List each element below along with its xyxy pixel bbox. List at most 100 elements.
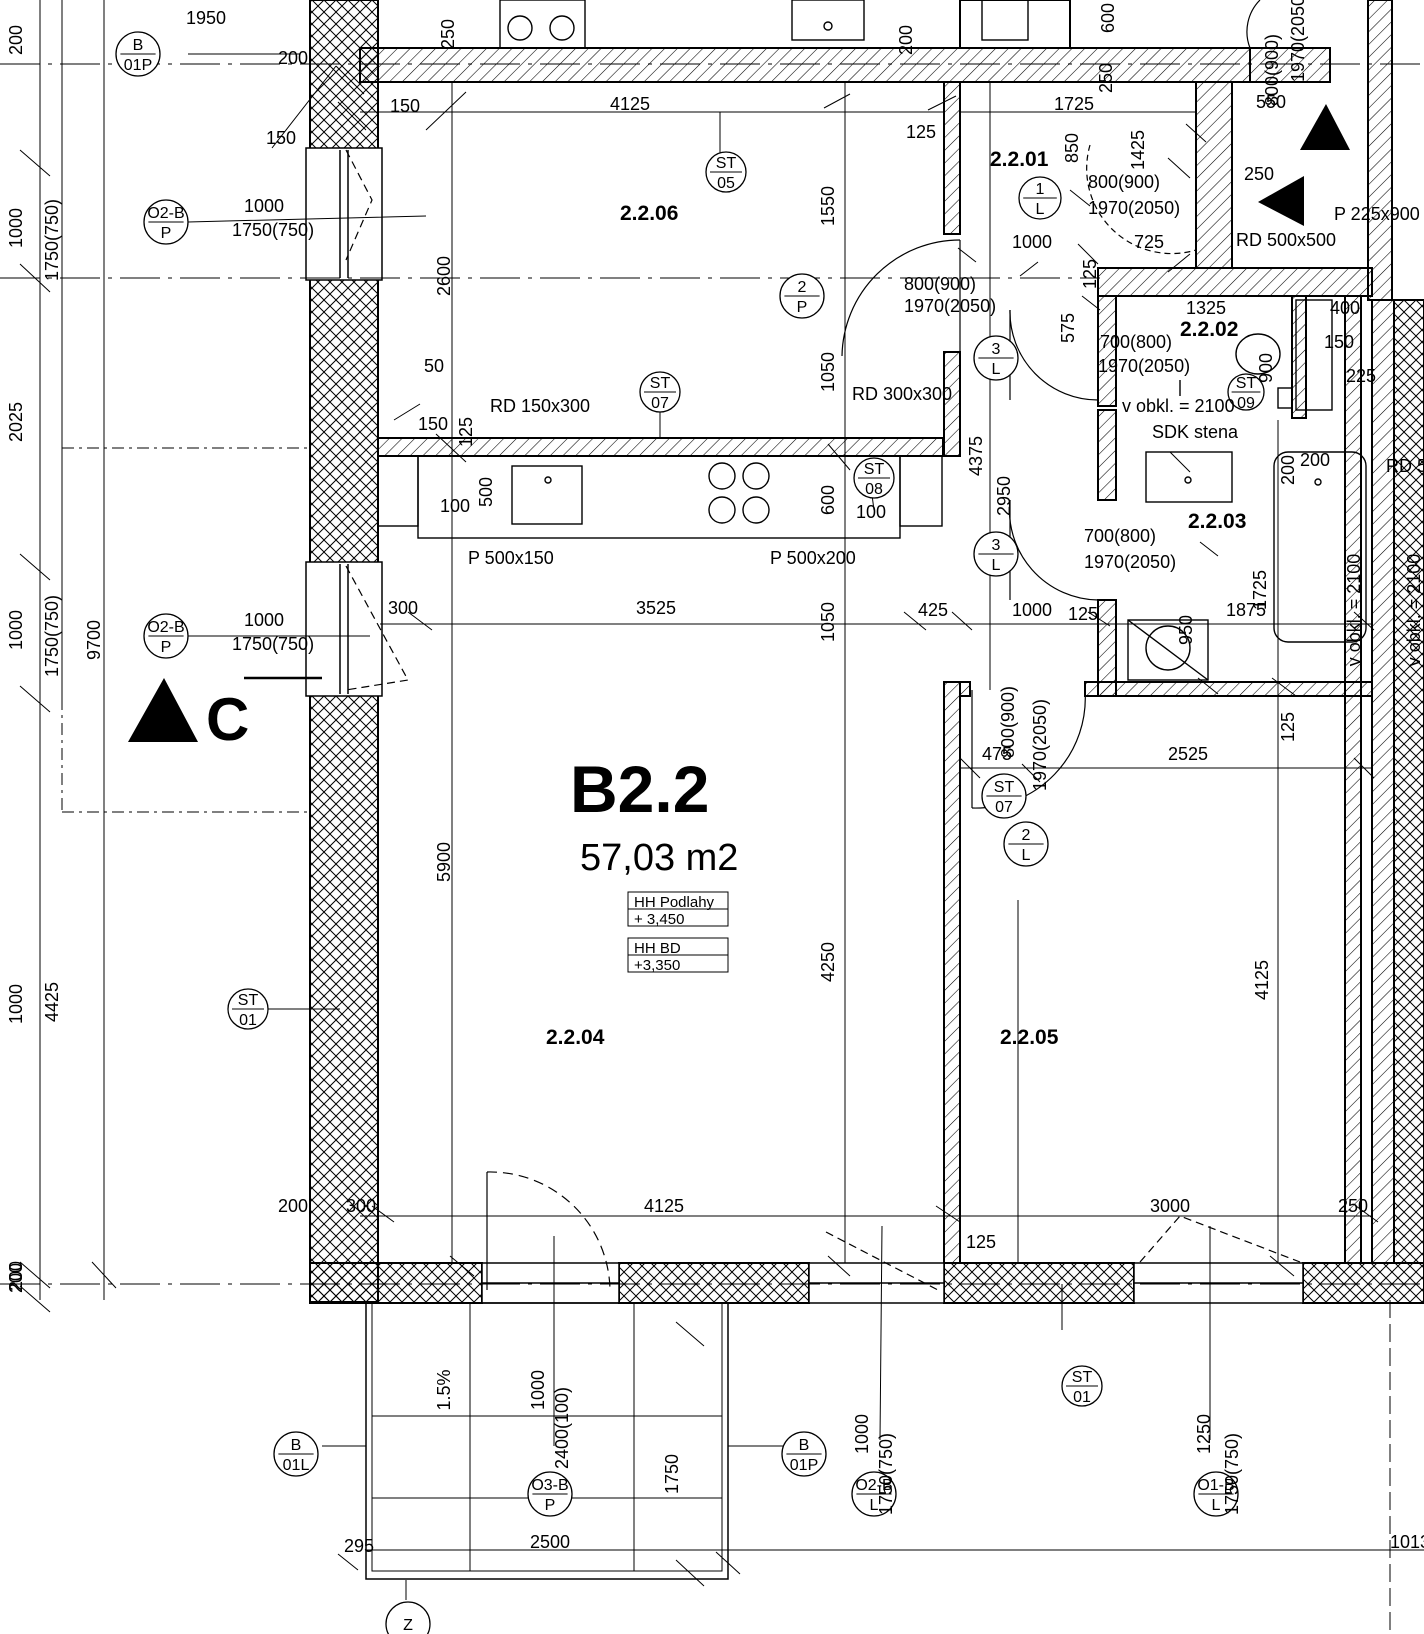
dimension-label: 4125 bbox=[1252, 960, 1272, 1000]
dimension-label: 125 bbox=[456, 417, 476, 447]
bedroom-partition bbox=[943, 681, 961, 1264]
dimension-label: 4125 bbox=[644, 1196, 684, 1216]
tag-bottom: P bbox=[161, 225, 172, 242]
dimension-label: 295 bbox=[344, 1536, 374, 1556]
dimension-label: 1725 bbox=[1250, 570, 1270, 610]
dimension-label: 1750(750) bbox=[1222, 1433, 1242, 1515]
tag-top: 3 bbox=[992, 341, 1001, 358]
tag-top: ST bbox=[864, 461, 885, 478]
dimension-label: 200 bbox=[896, 25, 916, 55]
dimension-label: 850 bbox=[1062, 133, 1082, 163]
dimension-label: 300 bbox=[388, 598, 418, 618]
dimension-label: 900 bbox=[1256, 353, 1276, 383]
dimension-label: 1050 bbox=[818, 352, 838, 392]
apartment-code: B2.2 bbox=[570, 752, 709, 826]
tag-top: Z bbox=[403, 1617, 413, 1634]
tag-bottom: L bbox=[1036, 201, 1045, 218]
dimension-label: 1970(2050) bbox=[1030, 699, 1050, 791]
element-tag: O2-B P bbox=[143, 613, 189, 659]
dimension-label: 250 bbox=[438, 19, 458, 49]
tag-top: O2-B bbox=[147, 619, 184, 636]
room-label-2-2-04: 2.2.04 bbox=[546, 1026, 605, 1049]
dimension-label: 700(800) bbox=[1100, 332, 1172, 352]
dimension-label: 5900 bbox=[434, 842, 454, 882]
tag-bottom: 07 bbox=[651, 395, 669, 412]
dimension-label: 150 bbox=[266, 128, 296, 148]
dimension-label: 1970(2050) bbox=[1098, 356, 1190, 376]
dimension-label: 4125 bbox=[610, 94, 650, 114]
apartment-area: 57,03 m2 bbox=[580, 837, 738, 879]
tag-top: ST bbox=[1072, 1369, 1093, 1386]
dimension-label: 1000 bbox=[852, 1414, 872, 1454]
dimension-label: 1050 bbox=[818, 602, 838, 642]
toilet bbox=[1235, 333, 1281, 375]
dimension-label: 150 bbox=[390, 96, 420, 116]
dimension-label: 125 bbox=[966, 1232, 996, 1252]
dimension-label: 3525 bbox=[636, 598, 676, 618]
room-label-2-2-05: 2.2.05 bbox=[1000, 1026, 1059, 1049]
bathroom-fixtures bbox=[1127, 299, 1367, 681]
windows bbox=[305, 147, 1304, 1304]
room-label-2-2-01: 2.2.01 bbox=[990, 148, 1049, 171]
dimension-label: 250 bbox=[1096, 63, 1116, 93]
dimension-label: 800(900) bbox=[1088, 172, 1160, 192]
element-tag: 1L bbox=[1018, 176, 1062, 220]
washing-machine bbox=[1127, 619, 1209, 681]
element-tags: B01PO2-BPO2-BPST01ST05ST07ST08ST09ST07ST… bbox=[115, 31, 1265, 1634]
section-marker-c: C bbox=[128, 104, 1350, 753]
dimension-label: 2950 bbox=[994, 476, 1014, 516]
tag-bottom: L bbox=[1022, 847, 1031, 864]
dimension-label: 800(900) bbox=[904, 274, 976, 294]
bd-level-value: +3,350 bbox=[634, 957, 680, 974]
dimension-label: 1970(2050) bbox=[1088, 198, 1180, 218]
tag-top: 1 bbox=[1036, 181, 1045, 198]
walls bbox=[309, 0, 1424, 1304]
dimension-label: 1950 bbox=[186, 8, 226, 28]
tag-top: O2-B bbox=[147, 205, 184, 222]
tag-top: 3 bbox=[992, 537, 1001, 554]
dimension-label: 1750 bbox=[662, 1454, 682, 1494]
dimension-label: RD 150x300 bbox=[490, 396, 590, 416]
floor-level-value: + 3,450 bbox=[634, 911, 684, 928]
tag-top: O3-B bbox=[531, 1477, 568, 1494]
dimension-label: 4375 bbox=[966, 436, 986, 476]
dimension-label: P 500x200 bbox=[770, 548, 856, 568]
dimension-label: 475 bbox=[982, 744, 1012, 764]
dimension-label: RD 5 bbox=[1386, 456, 1424, 476]
balcony bbox=[365, 1302, 729, 1580]
dimension-label: 3000 bbox=[1150, 1196, 1190, 1216]
dimension-label: 225 bbox=[1346, 366, 1376, 386]
dimension-label: 150 bbox=[1324, 332, 1354, 352]
dimension-label: 250 bbox=[1244, 164, 1274, 184]
element-tag: 2P bbox=[779, 273, 825, 319]
element-tag: 2L bbox=[1003, 821, 1049, 867]
dimension-label: 600 bbox=[1098, 3, 1118, 33]
tag-top: 2 bbox=[1022, 827, 1031, 844]
element-tag: O2-BL bbox=[851, 1471, 897, 1517]
tag-bottom: L bbox=[992, 557, 1001, 574]
tag-bottom: 05 bbox=[717, 175, 735, 192]
tag-top: ST bbox=[238, 992, 259, 1009]
dimension-label: 4425 bbox=[42, 982, 62, 1022]
element-tag: O1-BL bbox=[1193, 1471, 1239, 1517]
east-wall bbox=[1371, 299, 1395, 1264]
tag-bottom: P bbox=[161, 639, 172, 656]
dimension-label: 200 bbox=[1300, 450, 1330, 470]
tag-bottom: P bbox=[545, 1497, 556, 1514]
dimension-label: 1325 bbox=[1186, 298, 1226, 318]
dimension-label: 50 bbox=[424, 356, 444, 376]
dimension-label: 800(900) bbox=[1262, 34, 1282, 106]
dimension-label: 1970(2050) bbox=[1288, 0, 1308, 82]
dimension-label: 125 bbox=[1080, 259, 1100, 289]
bathtub bbox=[1273, 451, 1367, 643]
dimension-label: 425 bbox=[918, 600, 948, 620]
dimension-label: 2500 bbox=[530, 1532, 570, 1552]
dimension-label: 4250 bbox=[818, 942, 838, 982]
dimension-label: 100 bbox=[856, 502, 886, 522]
floor-level-label: HH Podlahy bbox=[634, 894, 715, 911]
